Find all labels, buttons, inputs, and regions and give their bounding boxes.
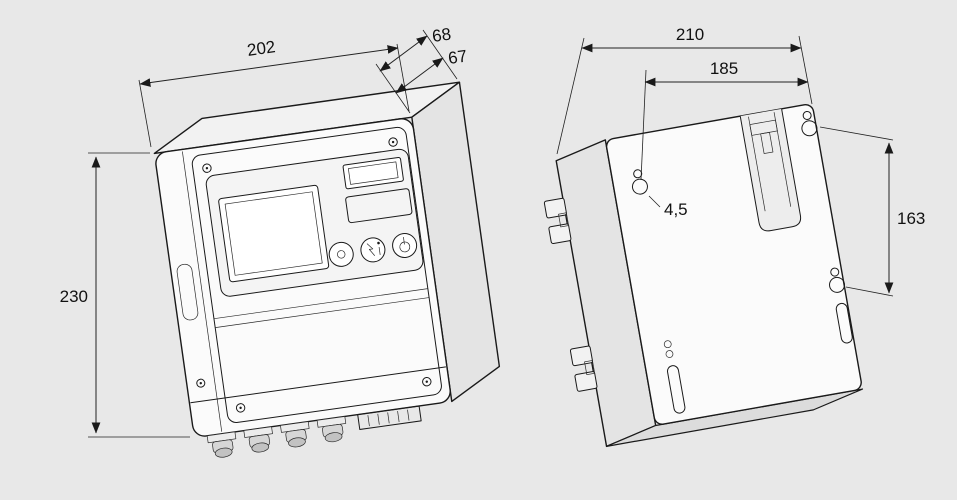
- door-seam-line: [213, 288, 428, 320]
- base-seam-line: [190, 366, 446, 404]
- screw-icon: [422, 376, 432, 387]
- info-button: [360, 237, 386, 263]
- mounting-keyhole-icon: [801, 110, 818, 137]
- dimension-hole-diameter: 4,5: [648, 195, 688, 219]
- rear-back-face: [605, 104, 862, 425]
- mounting-slot-icon: [667, 365, 686, 414]
- dim-label-hole-spacing-horizontal: 185: [710, 59, 738, 78]
- dim-label-hole-diameter: 4,5: [664, 200, 688, 219]
- dimension-overall-width: 210: [556, 25, 813, 155]
- small-hole: [663, 340, 672, 349]
- cable-gland-icon: [206, 431, 237, 458]
- power-button: [392, 232, 418, 258]
- dimension-hole-spacing-horizontal: 185: [640, 59, 809, 181]
- screw-center: [425, 380, 428, 383]
- screw-center: [239, 406, 242, 410]
- reset-button-ring: [328, 241, 354, 267]
- cable-gland-icon: [316, 416, 347, 443]
- dimension-height: 230: [60, 152, 190, 438]
- dimension-width: 202: [138, 37, 410, 148]
- main-display: [218, 184, 330, 283]
- door-screws: [202, 137, 432, 413]
- mounting-keyhole-icon: [829, 267, 846, 293]
- dim-label-hole-spacing-vertical: 163: [897, 209, 925, 228]
- dim-label-width: 202: [246, 37, 277, 60]
- dim-label-depth-housing: 67: [447, 47, 468, 68]
- lightning-icon: [366, 243, 376, 256]
- front-door-outline: [191, 126, 442, 424]
- power-icon-stem: [403, 236, 405, 245]
- rear-view: 210 185 163 4,5: [543, 25, 925, 448]
- label-window: [345, 188, 413, 224]
- power-button-ring: [392, 232, 418, 258]
- info-icon-stem: [378, 246, 381, 255]
- dimension-depth-total: 68: [375, 25, 458, 114]
- reset-button-dot-icon: [337, 250, 346, 259]
- dim-label-overall-width: 210: [676, 25, 704, 44]
- main-display-inner: [224, 191, 323, 276]
- screw-center: [205, 167, 209, 170]
- screw-icon: [202, 163, 212, 173]
- mounting-clip-icon: [543, 197, 572, 245]
- mounting-clip-icon: [569, 345, 598, 392]
- hook-detail: [760, 131, 774, 154]
- dim-label-height: 230: [60, 287, 88, 306]
- dimension-depth-housing: 67: [395, 47, 468, 94]
- screw-center: [199, 381, 202, 385]
- screw-icon: [388, 137, 398, 147]
- door-seam-line: [215, 297, 430, 328]
- side-nameplate: [176, 263, 199, 321]
- info-icon-dot: [377, 241, 380, 245]
- cable-gland-icon: [243, 426, 273, 453]
- screw-icon: [196, 378, 206, 388]
- bottom-connector: [357, 405, 422, 430]
- status-display: [342, 156, 404, 190]
- dim-label-depth-total: 68: [431, 25, 452, 46]
- screw-icon: [235, 403, 246, 413]
- front-view: 202 68 67 230: [60, 25, 501, 458]
- cable-glands: [206, 416, 347, 458]
- reset-button: [328, 241, 354, 267]
- rear-bottom-face: [605, 388, 864, 447]
- screw-center: [391, 140, 395, 144]
- dimension-hole-spacing-vertical: 163: [819, 126, 925, 297]
- cable-gland-icon: [280, 421, 310, 448]
- status-display-inner: [348, 161, 399, 185]
- small-hole: [665, 350, 674, 358]
- cable-channel-notch: [739, 108, 802, 232]
- front-margin-line: [182, 151, 223, 432]
- mounting-slot-icon: [835, 302, 853, 344]
